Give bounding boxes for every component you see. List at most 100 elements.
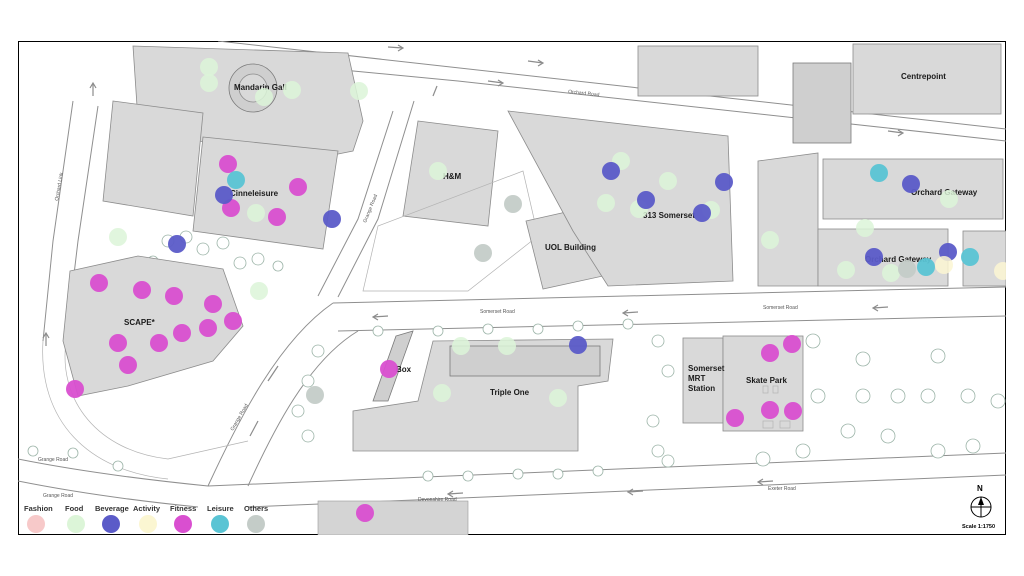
poi-marker-fitness <box>109 334 127 352</box>
poi-marker-food <box>247 204 265 222</box>
legend-item-others: Others <box>244 504 268 533</box>
poi-marker-beverage <box>865 248 883 266</box>
poi-marker-food <box>498 337 516 355</box>
poi-marker-beverage <box>715 173 733 191</box>
poi-marker-food <box>429 162 447 180</box>
poi-marker-beverage <box>637 191 655 209</box>
legend-label-activity: Activity <box>133 504 161 513</box>
legend-label-fashion: Fashion <box>24 504 53 513</box>
poi-marker-beverage <box>693 204 711 222</box>
compass: N <box>970 484 992 518</box>
legend-swatch-activity <box>139 515 157 533</box>
label-mrt-3: Station <box>688 384 715 393</box>
legend-item-fashion: Fashion <box>24 504 53 533</box>
legend-swatch-fitness <box>174 515 192 533</box>
label-centrepoint: Centrepoint <box>901 72 946 81</box>
legend-swatch-leisure <box>211 515 229 533</box>
legend-label-fitness: Fitness <box>170 504 196 513</box>
legend-item-food: Food <box>65 504 85 533</box>
poi-marker-food <box>856 219 874 237</box>
poi-marker-fitness <box>199 319 217 337</box>
road-arrows <box>42 44 905 498</box>
label-orchard-gateway-s: Orchard Gateway <box>865 255 932 264</box>
label-mandarin: Mandarin Gall <box>234 83 287 92</box>
legend-label-beverage: Beverage <box>95 504 129 513</box>
poi-marker-beverage <box>168 235 186 253</box>
poi-marker-food <box>255 88 273 106</box>
poi-marker-food <box>283 81 301 99</box>
scale-label: Scale 1:1750 <box>962 524 995 530</box>
poi-marker-food <box>761 231 779 249</box>
poi-marker-others <box>306 386 324 404</box>
road-label-orchard: Orchard Road <box>568 89 600 98</box>
poi-marker-food <box>837 261 855 279</box>
road-label-somerset-2: Somerset Road <box>763 305 798 311</box>
poi-marker-beverage <box>902 175 920 193</box>
building-313 <box>507 110 734 287</box>
label-mrt-1: Somerset <box>688 364 725 373</box>
legend-label-leisure: Leisure <box>207 504 234 513</box>
label-skate-park: Skate Park <box>746 376 787 385</box>
poi-marker-others <box>898 260 916 278</box>
poi-marker-food <box>200 74 218 92</box>
poi-marker-fitness <box>356 504 374 522</box>
poi-marker-fitness <box>119 356 137 374</box>
poi-marker-leisure <box>870 164 888 182</box>
building-scape <box>62 255 244 397</box>
poi-marker-food <box>597 194 615 212</box>
poi-marker-food <box>549 389 567 407</box>
poi-marker-food <box>200 58 218 76</box>
poi-marker-leisure <box>227 171 245 189</box>
poi-marker-fitness <box>726 409 744 427</box>
poi-marker-activity <box>935 256 953 274</box>
poi-marker-fitness <box>90 274 108 292</box>
poi-marker-fitness <box>783 335 801 353</box>
poi-marker-fitness <box>133 281 151 299</box>
road-label-somerset-1: Somerset Road <box>480 309 515 315</box>
poi-marker-fitness <box>289 178 307 196</box>
poi-marker-leisure <box>917 258 935 276</box>
poi-marker-food <box>452 337 470 355</box>
buildings <box>62 43 1006 535</box>
poi-marker-fitness <box>761 344 779 362</box>
poi-marker-beverage <box>602 162 620 180</box>
road-label-exeter: Exeter Road <box>768 486 796 492</box>
map-frame: Mandarin Gall Centrepoint H&M Cinneleisu… <box>18 41 1006 535</box>
poi-marker-food <box>350 82 368 100</box>
poi-marker-food <box>882 264 900 282</box>
poi-marker-fitness <box>66 380 84 398</box>
poi-marker-fitness <box>761 401 779 419</box>
poi-marker-fitness <box>224 312 242 330</box>
legend-swatch-fashion <box>27 515 45 533</box>
legend-item-fitness: Fitness <box>170 504 196 533</box>
building-mrt <box>682 337 724 424</box>
poi-marker-food <box>433 384 451 402</box>
poi-markers <box>66 58 1006 522</box>
legend-item-leisure: Leisure <box>207 504 234 533</box>
poi-marker-beverage <box>215 186 233 204</box>
poi-marker-fitness <box>219 155 237 173</box>
poi-marker-others <box>504 195 522 213</box>
poi-marker-fitness <box>784 402 802 420</box>
road-label-orchard-link: Orchard Link <box>54 172 65 202</box>
legend-swatch-food <box>67 515 85 533</box>
poi-marker-beverage <box>569 336 587 354</box>
poi-marker-others <box>474 244 492 262</box>
poi-marker-fitness <box>165 287 183 305</box>
label-mrt-2: MRT <box>688 374 705 383</box>
road-label-grange-2: Grange Road <box>43 493 73 499</box>
poi-marker-activity <box>994 262 1006 280</box>
poi-marker-food <box>250 282 268 300</box>
poi-marker-food <box>940 190 958 208</box>
label-uol: UOL Building <box>545 243 596 252</box>
label-hm: H&M <box>443 172 462 181</box>
label-box: Box <box>396 365 412 374</box>
building-centrepoint <box>852 43 1002 115</box>
poi-marker-leisure <box>961 248 979 266</box>
label-cineleisure: Cinneleisure <box>230 189 279 198</box>
legend: Fashion Food Beverage Activity Fitness L… <box>24 504 268 533</box>
poi-marker-food <box>109 228 127 246</box>
legend-swatch-beverage <box>102 515 120 533</box>
legend-label-food: Food <box>65 504 84 513</box>
building-west-block <box>102 100 204 217</box>
